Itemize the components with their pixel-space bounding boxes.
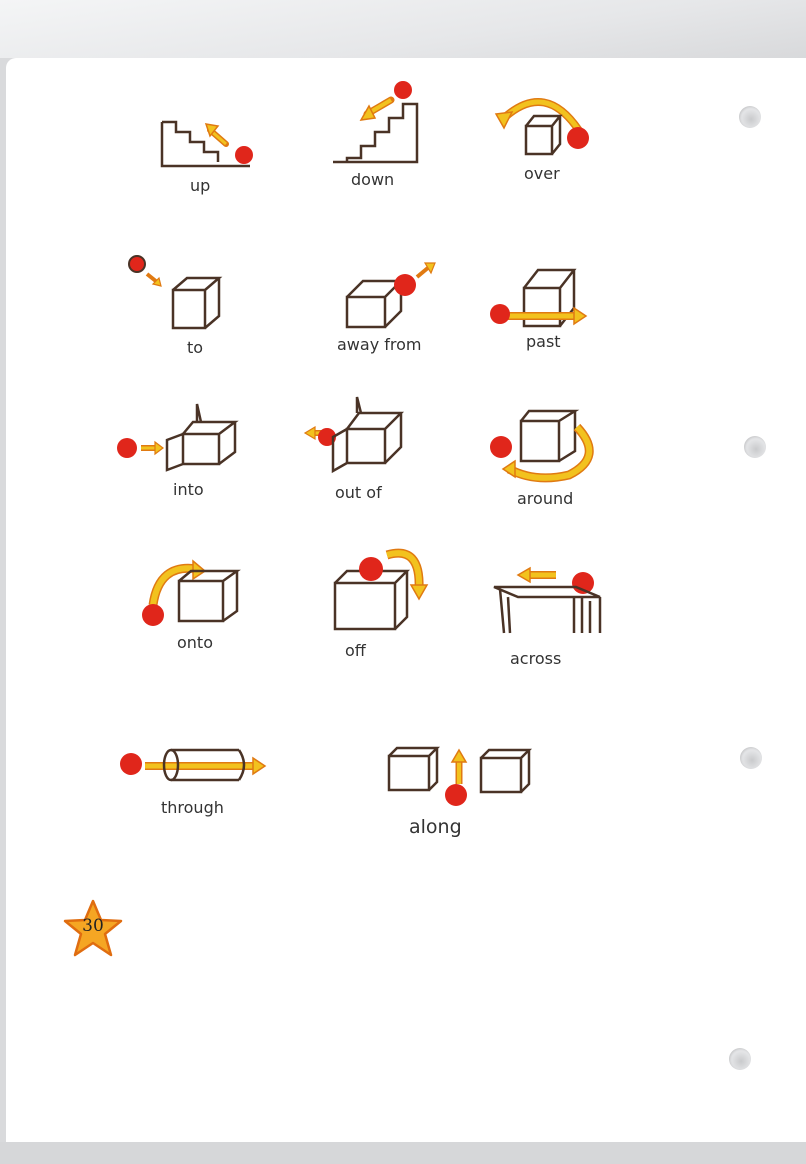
prep-down: down xyxy=(325,78,435,189)
page-number-star: 30 xyxy=(62,898,124,960)
label-into: into xyxy=(173,480,204,499)
down-illustration xyxy=(333,81,419,164)
away-from-illustration xyxy=(345,262,436,329)
label-over: over xyxy=(524,164,560,183)
star-icon xyxy=(63,899,123,957)
prep-over: over xyxy=(490,88,600,188)
up-illustration xyxy=(160,120,253,168)
label-past: past xyxy=(526,332,561,351)
label-around: around xyxy=(517,489,574,508)
label-up: up xyxy=(190,176,211,195)
along-illustration xyxy=(387,746,533,806)
page-number: 30 xyxy=(82,916,104,936)
through-illustration xyxy=(120,748,267,782)
around-illustration xyxy=(490,409,594,483)
out-of-illustration xyxy=(303,396,405,474)
binder-hole-2 xyxy=(744,436,766,458)
label-down: down xyxy=(351,170,395,189)
past-illustration xyxy=(490,268,588,328)
label-onto: onto xyxy=(177,633,213,652)
binder-hole-1 xyxy=(739,106,761,128)
label-across: across xyxy=(510,649,562,668)
binder-hole-3 xyxy=(740,747,762,769)
label-along: along xyxy=(409,816,462,838)
prep-off: off xyxy=(325,545,440,665)
prep-through: through xyxy=(115,740,275,840)
label-to: to xyxy=(187,338,204,357)
prep-across: across xyxy=(490,565,610,675)
onto-illustration xyxy=(142,559,241,626)
scan-bottom-edge xyxy=(0,1142,806,1164)
prep-along: along xyxy=(385,740,535,850)
label-away-from: away from xyxy=(337,335,422,354)
prep-onto: onto xyxy=(135,555,250,665)
label-through: through xyxy=(161,798,224,817)
label-out-of: out of xyxy=(335,483,382,502)
scan-top-edge xyxy=(0,0,806,58)
to-illustration xyxy=(128,255,223,330)
prep-up: up xyxy=(150,110,260,200)
over-illustration xyxy=(494,98,589,156)
prep-into: into xyxy=(115,400,245,510)
prep-past: past xyxy=(488,262,598,372)
prep-to: to xyxy=(125,250,235,360)
binder-hole-4 xyxy=(729,1048,751,1070)
label-off: off xyxy=(345,641,366,660)
prep-away-from: away from xyxy=(335,255,445,365)
across-illustration xyxy=(493,566,602,634)
into-illustration xyxy=(117,403,239,472)
off-illustration xyxy=(333,548,429,631)
prep-around: around xyxy=(485,405,605,515)
prep-out-of: out of xyxy=(295,395,415,510)
